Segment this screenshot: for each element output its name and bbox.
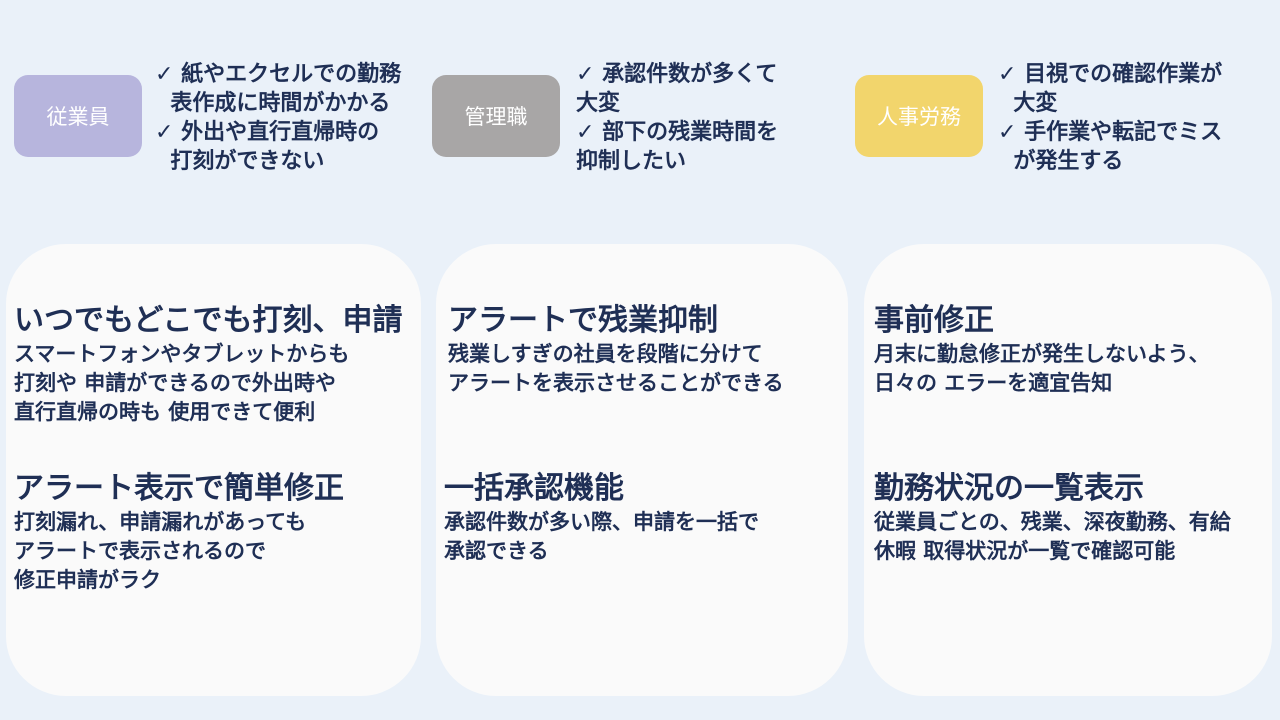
pain-item: 大変 [576, 91, 621, 116]
feature-title: アラート表示で簡単修正 [14, 471, 344, 506]
pain-item: ✓ 外出や直行直帰時の [155, 120, 380, 145]
feature-card-hr: 事前修正 月末に勤怠修正が発生しないよう、 日々の エラーを適宜告知 勤務状況の… [864, 244, 1272, 696]
feature-title: 事前修正 [874, 303, 994, 338]
pain-item: 表作成に時間がかかる [155, 91, 391, 116]
feature-block: アラートで残業抑制 残業しすぎの社員を段階に分けて アラートを表示させることがで… [448, 302, 784, 398]
feature-block: 勤務状況の一覧表示 従業員ごとの、残業、深夜勤務、有給 休暇 取得状況が一覧で確… [874, 470, 1231, 566]
feature-title: アラートで残業抑制 [448, 303, 718, 338]
feature-card-employee: いつでもどこでも打刻、申請 スマートフォンやタブレットからも 打刻や 申請ができ… [6, 244, 421, 696]
role-label: 人事労務 [877, 105, 961, 129]
role-badge-employee: 従業員 [14, 75, 142, 157]
pain-list-hr: ✓ 目視での確認作業が 大変 ✓ 手作業や転記でミス が発生する [998, 60, 1268, 176]
role-badge-hr: 人事労務 [855, 75, 983, 157]
role-badge-manager: 管理職 [432, 75, 560, 157]
feature-description: 承認件数が多い際、申請を一括で 承認できる [444, 510, 759, 563]
feature-card-manager: アラートで残業抑制 残業しすぎの社員を段階に分けて アラートを表示させることがで… [436, 244, 848, 696]
feature-description: 月末に勤怠修正が発生しないよう、 日々の エラーを適宜告知 [874, 342, 1210, 395]
feature-title: 一括承認機能 [444, 471, 624, 506]
pain-item: が発生する [998, 149, 1124, 174]
pain-item: ✓ 手作業や転記でミス [998, 120, 1223, 145]
feature-description: 打刻漏れ、申請漏れがあっても アラートで表示されるので 修正申請がラク [14, 510, 307, 592]
pain-item: 抑制したい [576, 149, 687, 174]
feature-description: スマートフォンやタブレットからも 打刻や 申請ができるので外出時や 直行直帰の時… [14, 342, 350, 424]
pain-item: 大変 [998, 91, 1058, 116]
pain-list-employee: ✓ 紙やエクセルでの勤務 表作成に時間がかかる ✓ 外出や直行直帰時の 打刻がで… [155, 60, 425, 176]
pain-item: ✓ 目視での確認作業が [998, 62, 1223, 87]
feature-block: アラート表示で簡単修正 打刻漏れ、申請漏れがあっても アラートで表示されるので … [14, 470, 344, 595]
feature-block: 一括承認機能 承認件数が多い際、申請を一括で 承認できる [444, 470, 759, 566]
role-label: 従業員 [46, 105, 110, 129]
feature-description: 残業しすぎの社員を段階に分けて アラートを表示させることができる [448, 342, 784, 395]
role-label: 管理職 [464, 105, 528, 129]
pain-item: ✓ 承認件数が多くて [576, 62, 778, 87]
pain-item: ✓ 部下の残業時間を [576, 120, 779, 145]
feature-title: 勤務状況の一覧表示 [874, 471, 1144, 506]
feature-block: いつでもどこでも打刻、申請 スマートフォンやタブレットからも 打刻や 申請ができ… [14, 302, 403, 427]
pain-item: 打刻ができない [155, 149, 325, 174]
feature-title: いつでもどこでも打刻、申請 [14, 303, 403, 338]
pain-list-manager: ✓ 承認件数が多くて 大変 ✓ 部下の残業時間を 抑制したい [576, 60, 836, 176]
pain-item: ✓ 紙やエクセルでの勤務 [155, 62, 402, 87]
feature-block: 事前修正 月末に勤怠修正が発生しないよう、 日々の エラーを適宜告知 [874, 302, 1210, 398]
feature-description: 従業員ごとの、残業、深夜勤務、有給 休暇 取得状況が一覧で確認可能 [874, 510, 1231, 563]
